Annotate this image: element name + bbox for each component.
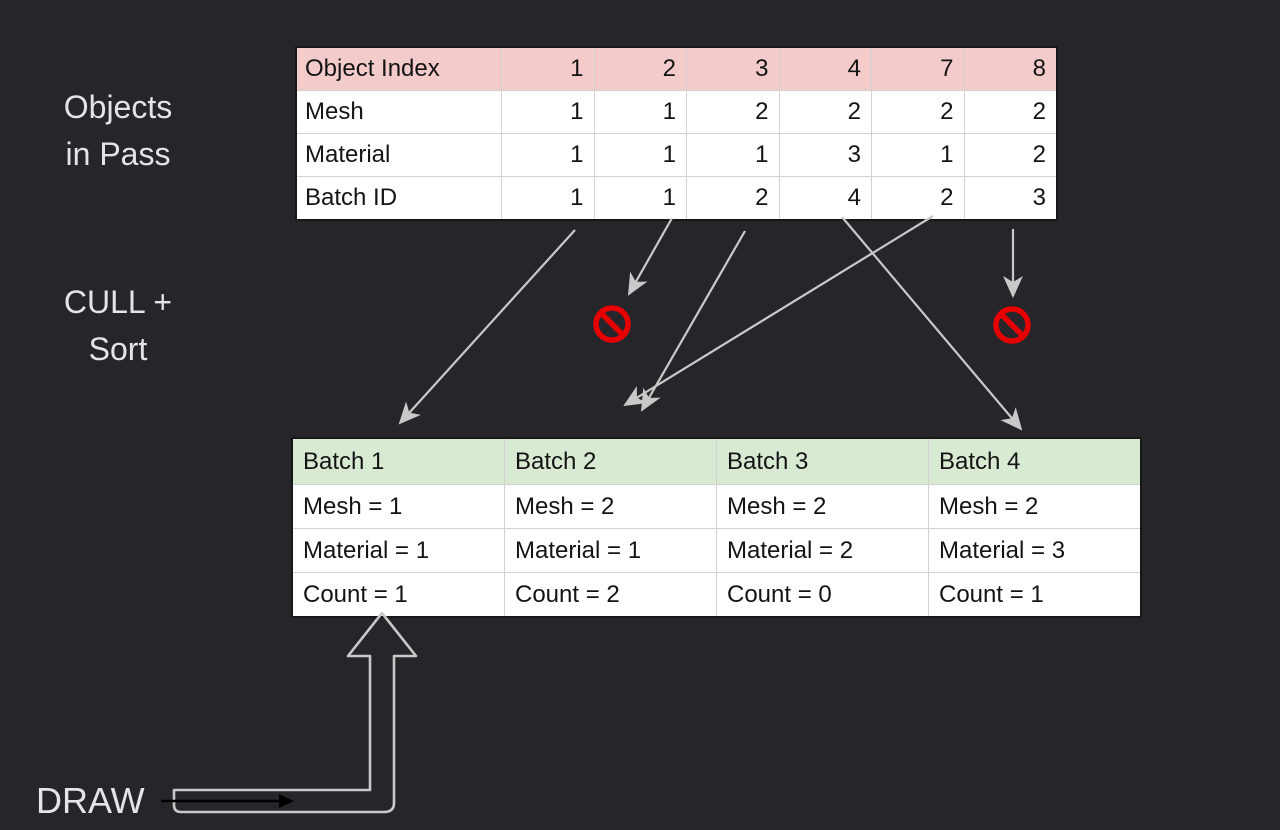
objects-in-pass-line2: in Pass (65, 136, 171, 172)
objects-header-label: Object Index (297, 48, 501, 90)
material-row-label: Material (297, 134, 501, 176)
batch-1-mesh: Mesh = 1 (293, 485, 504, 528)
draw-pointer-arrow (161, 794, 294, 808)
batch-id-value: 1 (502, 177, 594, 219)
object-index-value: 3 (687, 48, 779, 90)
material-value: 1 (687, 134, 779, 176)
batch-3-count: Count = 0 (717, 573, 928, 616)
batch-id-value: 2 (687, 177, 779, 219)
cull-sort-label: CULL + Sort (28, 279, 208, 373)
batch-id-value: 3 (964, 177, 1056, 219)
object-index-value: 4 (779, 48, 871, 90)
object-index-value: 2 (594, 48, 686, 90)
object-index-value: 1 (502, 48, 594, 90)
material-value: 1 (594, 134, 686, 176)
no-entry-icon (993, 306, 1031, 344)
batch-id-row-label: Batch ID (297, 177, 501, 219)
mesh-value: 1 (502, 91, 594, 133)
batch-2-header: Batch 2 (505, 439, 716, 484)
batch-4-count: Count = 1 (929, 573, 1140, 616)
batch-4-mesh: Mesh = 2 (929, 485, 1140, 528)
draw-flow-arrow (172, 611, 418, 814)
objects-in-pass-line1: Objects (63, 89, 173, 125)
batch-2-count: Count = 2 (505, 573, 716, 616)
mesh-value: 2 (872, 91, 964, 133)
batch-2-mesh: Mesh = 2 (505, 485, 716, 528)
batch-3-material: Material = 2 (717, 529, 928, 572)
batch-3-header: Batch 3 (717, 439, 928, 484)
arrow-object7-to-batch2 (623, 215, 934, 407)
cull-sort-line2: Sort (88, 331, 148, 367)
batch-4-header: Batch 4 (929, 439, 1140, 484)
arrow-object2-to-culled (628, 217, 673, 296)
mesh-value: 2 (964, 91, 1056, 133)
batch-id-value: 1 (594, 177, 686, 219)
object-index-value: 8 (964, 48, 1056, 90)
arrow-object1-to-batch1 (398, 229, 576, 425)
material-value: 2 (964, 134, 1056, 176)
objects-in-pass-table: Object Index 1 2 3 4 7 8 Mesh 1 1 2 2 2 … (295, 46, 1058, 221)
batch-1-count: Count = 1 (293, 573, 504, 616)
batch-id-value: 2 (872, 177, 964, 219)
batch-id-value: 4 (779, 177, 871, 219)
mesh-row-label: Mesh (297, 91, 501, 133)
batch-4-material: Material = 3 (929, 529, 1140, 572)
draw-label: DRAW (36, 780, 145, 821)
batch-2-material: Material = 1 (505, 529, 716, 572)
material-value: 1 (872, 134, 964, 176)
batch-1-material: Material = 1 (293, 529, 504, 572)
mesh-value: 2 (779, 91, 871, 133)
object-index-value: 7 (872, 48, 964, 90)
batches-table: Batch 1 Batch 2 Batch 3 Batch 4 Mesh = 1… (291, 437, 1142, 618)
material-value: 3 (779, 134, 871, 176)
material-value: 1 (502, 134, 594, 176)
batch-3-mesh: Mesh = 2 (717, 485, 928, 528)
objects-in-pass-label: Objects in Pass (28, 84, 208, 178)
mesh-value: 2 (687, 91, 779, 133)
batch-1-header: Batch 1 (293, 439, 504, 484)
cull-sort-line1: CULL + (63, 284, 173, 320)
arrow-object3-to-batch2 (641, 230, 746, 412)
no-entry-icon (593, 305, 631, 343)
mesh-value: 1 (594, 91, 686, 133)
arrow-object4-to-batch4 (841, 216, 1023, 431)
